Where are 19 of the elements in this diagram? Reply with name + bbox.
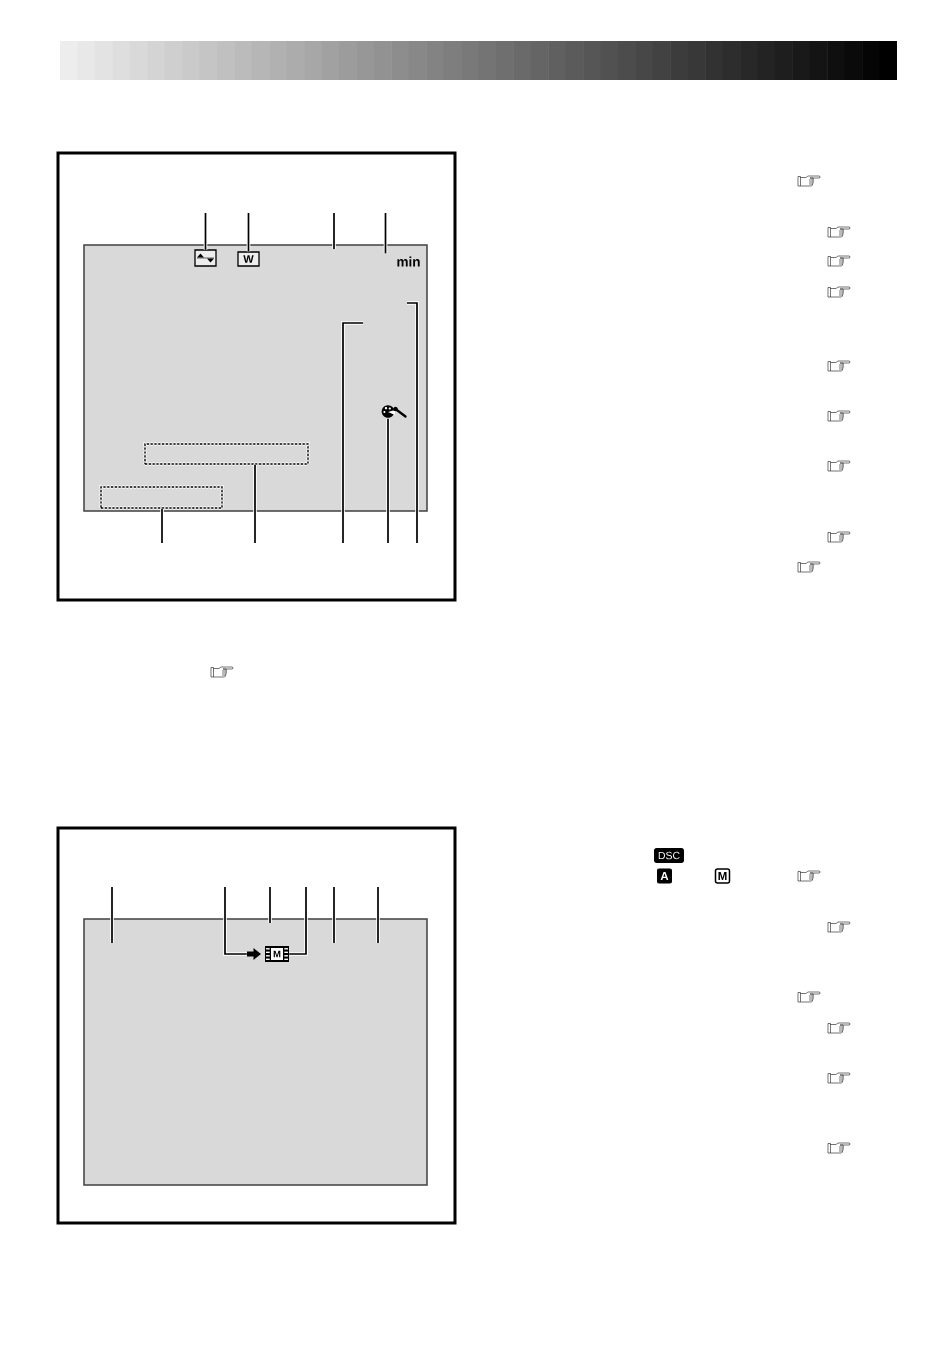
lcd-screen [83,244,428,512]
leader-line [288,886,308,956]
arrow-icon [247,948,261,960]
up-down-icon [194,249,217,267]
palette-icon [381,405,407,418]
leader-line [253,463,257,544]
mode-badge: A [657,868,672,884]
leader-line [246,212,251,253]
dotted-box [143,442,310,466]
leader-line [160,507,164,544]
mode-badge: DSC [654,848,684,863]
dotted-box [99,485,224,510]
leader-line [203,212,208,251]
leader-line [383,212,388,255]
lcd-screen [83,918,428,1186]
leader-line [223,886,248,956]
mode-badge: M [714,868,731,884]
leader-line [386,417,390,544]
display-text: min [397,256,420,267]
